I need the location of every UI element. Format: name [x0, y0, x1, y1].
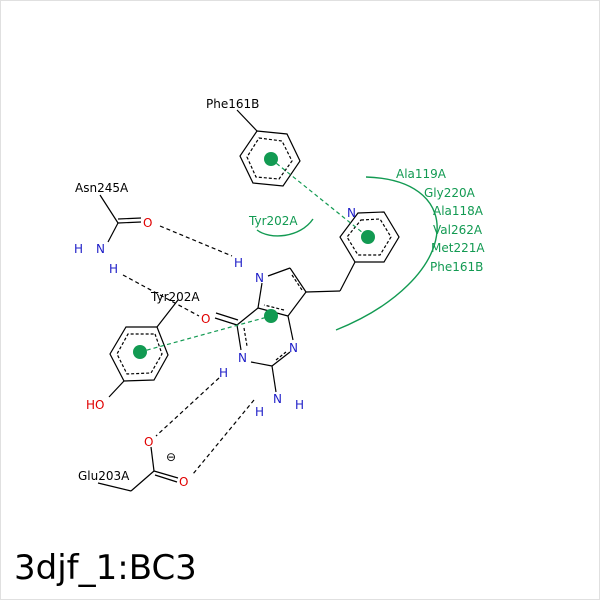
residue-label-asn245a: Asn245A [75, 181, 129, 195]
pyridine-ring [305, 211, 400, 293]
atom-o-asn: O [143, 216, 152, 230]
hydrophobic-residue-label: Phe161B [430, 260, 483, 274]
hbond-glu-o-amine-h [192, 399, 255, 475]
atom-n-asn: N [96, 242, 105, 256]
residue-label-phe161b: Phe161B [206, 97, 259, 111]
atom-h-asn-lower: H [109, 262, 118, 276]
negative-charge-icon: ⊖ [166, 450, 176, 464]
atom-h-asn-upper: H [74, 242, 83, 256]
diagram-caption: 3djf_1:BC3 [14, 548, 197, 588]
atom-n-pyridine: N [347, 206, 356, 220]
atom-o-carbonyl: O [201, 312, 210, 326]
hydrophobic-residue-label: Gly220A [424, 186, 476, 200]
asn245a-sidechain [99, 194, 142, 243]
atom-h-ring-left: H [219, 366, 228, 380]
pyrrole-ring [257, 267, 307, 317]
hydrophobic-residue-label: Val262A [433, 223, 483, 237]
atom-o-glu-1: O [144, 435, 153, 449]
hydrogen-bonds [122, 225, 255, 475]
phe161b-ring [236, 109, 301, 187]
hydrophobic-residue-label: Ala119A [396, 167, 447, 181]
pi-stacking [139, 158, 369, 353]
ring-centroid-tyr202a [133, 345, 147, 359]
atom-n-amine: N [273, 392, 282, 406]
atom-o-glu-2: O [179, 475, 188, 489]
atom-ho-tyr: HO [86, 398, 104, 412]
ring-centroid-pyridine [361, 230, 375, 244]
hydrophobic-residue-label: Met221A [431, 241, 485, 255]
hydrophobic-arc [335, 176, 438, 331]
hbond-asn-h-carbonyl-o [122, 274, 200, 317]
atom-n-ring-right: N [289, 341, 298, 355]
atom-n-pyrrole: N [255, 271, 264, 285]
atom-h-amine-down: H [255, 405, 264, 419]
residue-label-tyr202a: Tyr202A [150, 290, 200, 304]
atom-h-pyrrole: H [234, 256, 243, 270]
atom-n-ring-left: N [238, 351, 247, 365]
tyr202a-hydrophobic-arc [256, 218, 314, 237]
ring-centroid-pyrimidine [264, 309, 278, 323]
atom-h-amine-right: H [295, 398, 304, 412]
hbond-glu-o-ring-h [155, 377, 220, 437]
residue-label-glu203a: Glu203A [78, 469, 130, 483]
pyrimidine-ring [214, 307, 294, 393]
tyr202a-ring [108, 299, 179, 398]
glu203a-sidechain [97, 446, 179, 492]
hydrophobic-residue-label: Ala118A [433, 204, 484, 218]
hydrophobic-label-tyr202a: Tyr202A [248, 214, 298, 228]
hbond-asn-o-pyrrole-h [159, 225, 233, 257]
ring-centroid-phe161b [264, 152, 278, 166]
pi-stack-tyr-pyrimidine [139, 315, 272, 353]
